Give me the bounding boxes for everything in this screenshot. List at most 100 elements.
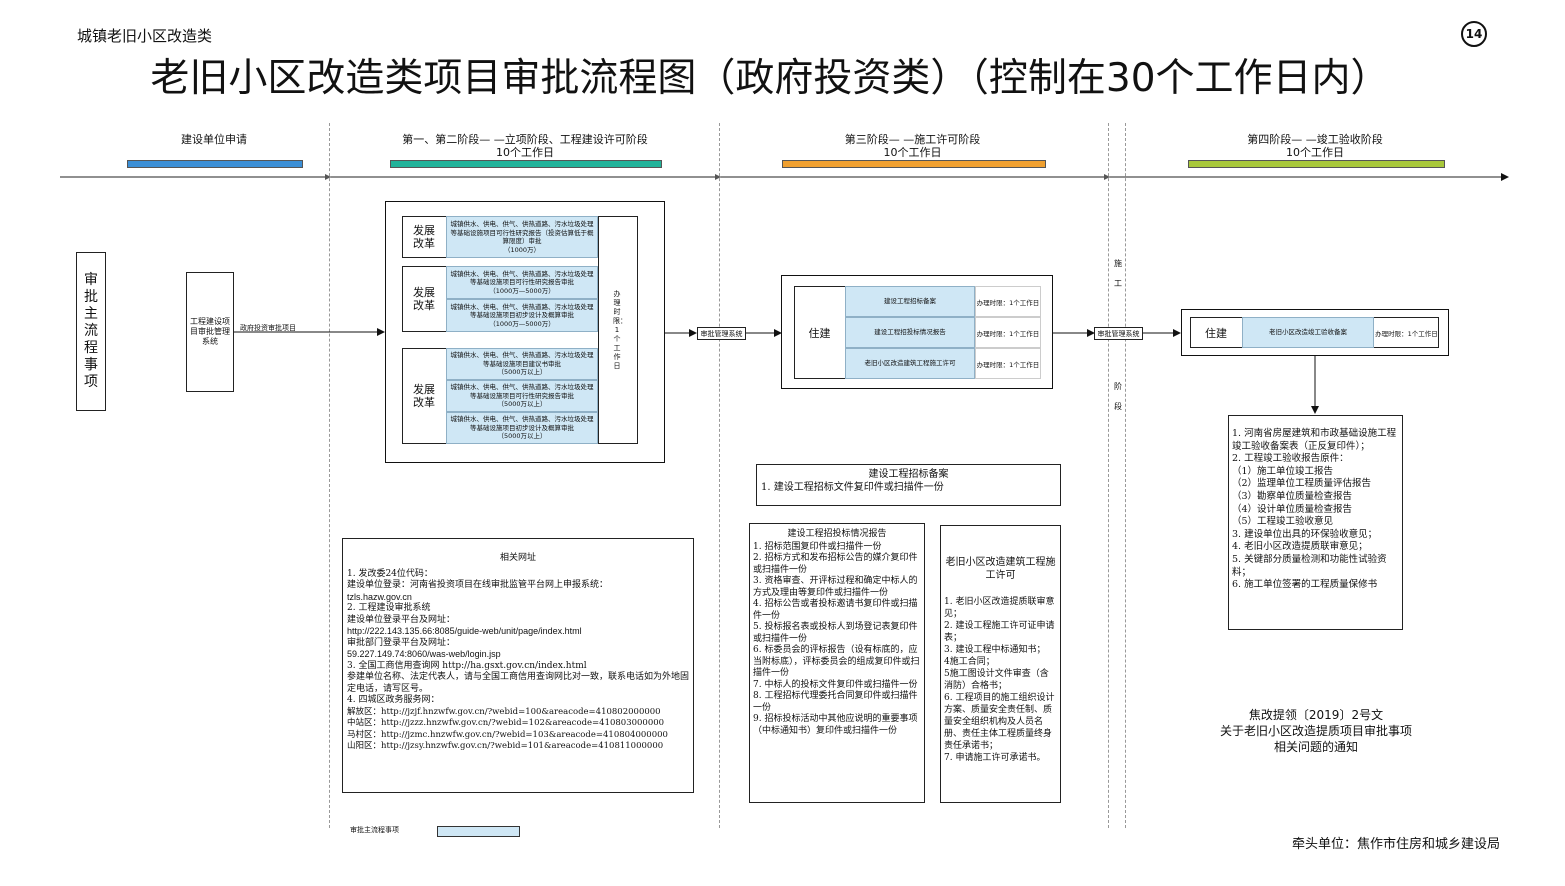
tender-report-line: 7. 中标人的投标文件复印件或扫描件一份: [753, 679, 918, 690]
construction-permit-box: 老旧小区改造建筑工程施工许可 1. 老旧小区改造提质联审意见； 2. 建设工程施…: [940, 525, 1061, 803]
stage12-time-column: [598, 216, 638, 444]
construction-stage-char: 工: [1114, 279, 1122, 288]
timeline-tick: [325, 174, 331, 180]
tender-report-title: 建设工程招投标情况报告: [787, 529, 887, 539]
permit-line: 3. 建设工程中标通知书；: [944, 645, 1046, 655]
construction-stage-char: 段: [1114, 402, 1122, 411]
acceptance-line: 1. 河南省房屋建筑和市政基础设施工程竣工验收备案表（正反复印件）；: [1232, 428, 1397, 452]
lead-unit: 牵头单位：焦作市住房和城乡建设局: [1292, 837, 1501, 852]
acceptance-line: （4）设计单位质量检查报告: [1232, 503, 1353, 515]
page-title: 老旧小区改造类项目审批流程图（政府投资类）（控制在30个工作日内）: [150, 56, 1390, 101]
link-line: 参建单位名称、法定代表人，请与全国工商信用查询网比对一致，联系电话如为外地固定电…: [347, 672, 690, 694]
construction-permit-title: 老旧小区改造建筑工程施工许可: [945, 557, 1056, 581]
phase-bar-0: [127, 160, 303, 168]
tender-filing-line: 1. 建设工程招标文件复印件或扫描件一份: [761, 482, 944, 493]
link-line: 马村区：http://jzmc.hnzwfw.gov.cn/?webid=103…: [347, 729, 668, 740]
acceptance-line: （3）勘察单位质量检查报告: [1232, 490, 1353, 502]
notice-line: 相关问题的通知: [1273, 740, 1358, 754]
phase-days: 10个工作日: [496, 146, 554, 159]
link-line: http://222.143.135.66:8085/guide-web/uni…: [347, 626, 582, 636]
acceptance-line: 5. 关键部分质量检测和功能性试验资料；: [1232, 553, 1387, 578]
link-line: 建设单位登录：河南省投资项目在线审批监管平台网上申报系统：: [347, 580, 609, 590]
approval-item: 城镇供水、供电、供气、供热道路、污水垃圾处理等基础设施项目初步设计及概算审批 （…: [446, 299, 598, 332]
link-line: 2. 工程建设审批系统: [347, 603, 431, 613]
tender-report-line: 8. 工程招标代理委托合同复印件或扫描件一份: [753, 691, 918, 713]
phase-divider: [1108, 123, 1109, 828]
link-line: 59.227.149.74:8060/was-web/login.jsp: [347, 649, 501, 659]
policy-notice: 焦改提领〔2019〕2号文 关于老旧小区改造提质项目审批事项 相关问题的通知: [1200, 707, 1432, 755]
phase-header-2: 第三阶段— —施工许可阶段 10个工作日: [780, 133, 1045, 159]
permit-line: 6. 工程项目的施工组织设计方案、质量安全责任制、质量安全组织机构及人员名册、责…: [944, 693, 1055, 751]
dept-label: 住建: [808, 326, 831, 340]
main-process-label: 审批主流程事项: [76, 252, 106, 411]
tender-report-line: 3. 资格审查、开评标过程和确定中标人的方式及理由等复印件或扫描件一份: [753, 576, 918, 598]
construction-stage-char: 施: [1114, 259, 1122, 268]
related-links-box: 相关网址 1. 发改委24位代码： 建设单位登录：河南省投资项目在线审批监管平台…: [342, 538, 694, 793]
acceptance-line: （5）工程竣工验收意见: [1232, 516, 1334, 528]
approval-item: 建设工程招标备案: [845, 286, 975, 317]
approval-item: 老旧小区改造竣工验收备案: [1242, 317, 1374, 348]
permit-line: 7. 申请施工许可承诺书。: [944, 753, 1046, 763]
tender-report-line: 6. 标委员会的评标报告（设有标底的，应当附标底），评标委员会的组成复印件或扫描…: [753, 645, 920, 678]
approval-system-node: 审批管理系统: [697, 327, 746, 340]
permit-line: 4施工合同；: [944, 657, 995, 667]
approval-item: 城镇供水、供电、供气、供热道路、污水垃圾处理等基础设施项目可行性研究报告审批 （…: [446, 266, 598, 299]
legend-swatch: [437, 826, 520, 837]
phase-bar-2: [782, 160, 1046, 168]
tender-filing-title: 建设工程招标备案: [868, 469, 949, 480]
acceptance-line: 6. 施工单位签署的工程质量保修书: [1232, 579, 1378, 591]
page-number-badge: 14: [1461, 21, 1487, 47]
link-line: 3. 全国工商信用查询网 http://ha.gsxt.gov.cn/index…: [347, 660, 587, 671]
link-line: 建设单位登录平台及网址：: [347, 614, 456, 625]
legend-label: 审批主流程事项: [350, 826, 399, 834]
time-note: 办理时限：1个工作日: [1375, 329, 1438, 338]
notice-line: 关于老旧小区改造提质项目审批事项: [1219, 724, 1412, 738]
dept-label: 住建: [1205, 326, 1227, 340]
phase-divider: [329, 123, 330, 828]
permit-line: 2. 建设工程施工许可证申请表；: [944, 621, 1055, 643]
construction-stage-char: 阶: [1114, 382, 1122, 391]
approval-item: 建设工程招投标情况报告: [845, 317, 975, 348]
phase-header-3: 第四阶段— —竣工验收阶段 10个工作日: [1185, 133, 1445, 159]
acceptance-materials-box: 1. 河南省房屋建筑和市政基础设施工程竣工验收备案表（正反复印件）； 2. 工程…: [1228, 415, 1403, 630]
link-line: 1. 发改委24位代码：: [347, 568, 433, 579]
tender-report-box: 建设工程招投标情况报告 1. 招标范围复印件或扫描件一份 2. 招标方式和发布招…: [749, 523, 925, 803]
link-line: 中站区：http://jzzz.hnzwfw.gov.cn/?webid=102…: [347, 718, 665, 728]
link-line: 山阳区：http://jzsy.hnzwfw.gov.cn/?webid=101…: [347, 741, 664, 751]
time-note: 办理时限：1个工作日: [975, 286, 1041, 317]
phase-label: 第一、第二阶段— —立项阶段、工程建设许可阶段: [402, 133, 648, 146]
approval-item: 城镇供水、供电、供气、供热道路、污水垃圾处理等基础设施项目可行性研究报告审批 （…: [446, 380, 598, 412]
tender-report-line: 1. 招标范围复印件或扫描件一份: [753, 541, 882, 552]
page-number: 14: [1465, 27, 1483, 41]
link-line: 审批部门登录平台及网址：: [347, 637, 456, 648]
dept-label: 发展改革: [413, 286, 435, 312]
link-line: tzls.hazw.gov.cn: [347, 591, 412, 602]
apply-arrow-label: 政府投资审批项目: [240, 324, 296, 332]
tender-report-line: 5. 投标报名表或投标人到场登记表复印件或扫描件一份: [753, 622, 918, 644]
apply-system-box: 工程建设项目审批管理系统: [186, 272, 234, 392]
category-label: 城镇老旧小区改造类: [77, 27, 213, 45]
dept-label: 发展改革: [413, 224, 435, 250]
timeline-tick: [1104, 174, 1110, 180]
phase-label: 第三阶段— —施工许可阶段: [844, 133, 981, 146]
approval-item: 城镇供水、供电、供气、供热道路、污水垃圾处理等基础设施项目可行性研究报告（投资估…: [446, 216, 598, 258]
tender-report-line: 9. 招标投标活动中其他应说明的重要事项（中标通知书）复印件或扫描件一份: [753, 714, 918, 736]
acceptance-line: （1）施工单位竣工报告: [1232, 465, 1334, 477]
link-line: 解放区：http://jzjf.hnzwfw.gov.cn/?webid=100…: [347, 706, 661, 717]
acceptance-line: 3. 建设单位出具的环保验收意见；: [1232, 528, 1378, 540]
approval-system-node: 审批管理系统: [1094, 327, 1143, 340]
phase-bar-1: [390, 160, 662, 168]
phase-days: 10个工作日: [1286, 146, 1344, 159]
approval-item: 老旧小区改造建筑工程施工许可: [845, 348, 975, 379]
acceptance-line: 2. 工程竣工验收报告原件：: [1232, 453, 1349, 465]
notice-line: 焦改提领〔2019〕2号文: [1248, 708, 1384, 722]
tender-report-line: 2. 招标方式和发布招标公告的媒介复印件或扫描件一份: [753, 553, 918, 575]
tender-filing-box: 建设工程招标备案 1. 建设工程招标文件复印件或扫描件一份: [756, 464, 1061, 506]
stage12-time-note: 办理时限：1个工作日: [613, 289, 627, 370]
phase-divider: [1125, 123, 1126, 828]
timeline-tick: [715, 174, 721, 180]
link-line: 4. 四城区政务服务网：: [347, 695, 440, 705]
phase-label: 第四阶段— —竣工验收阶段: [1247, 133, 1383, 146]
phase-days: 10个工作日: [883, 146, 942, 159]
